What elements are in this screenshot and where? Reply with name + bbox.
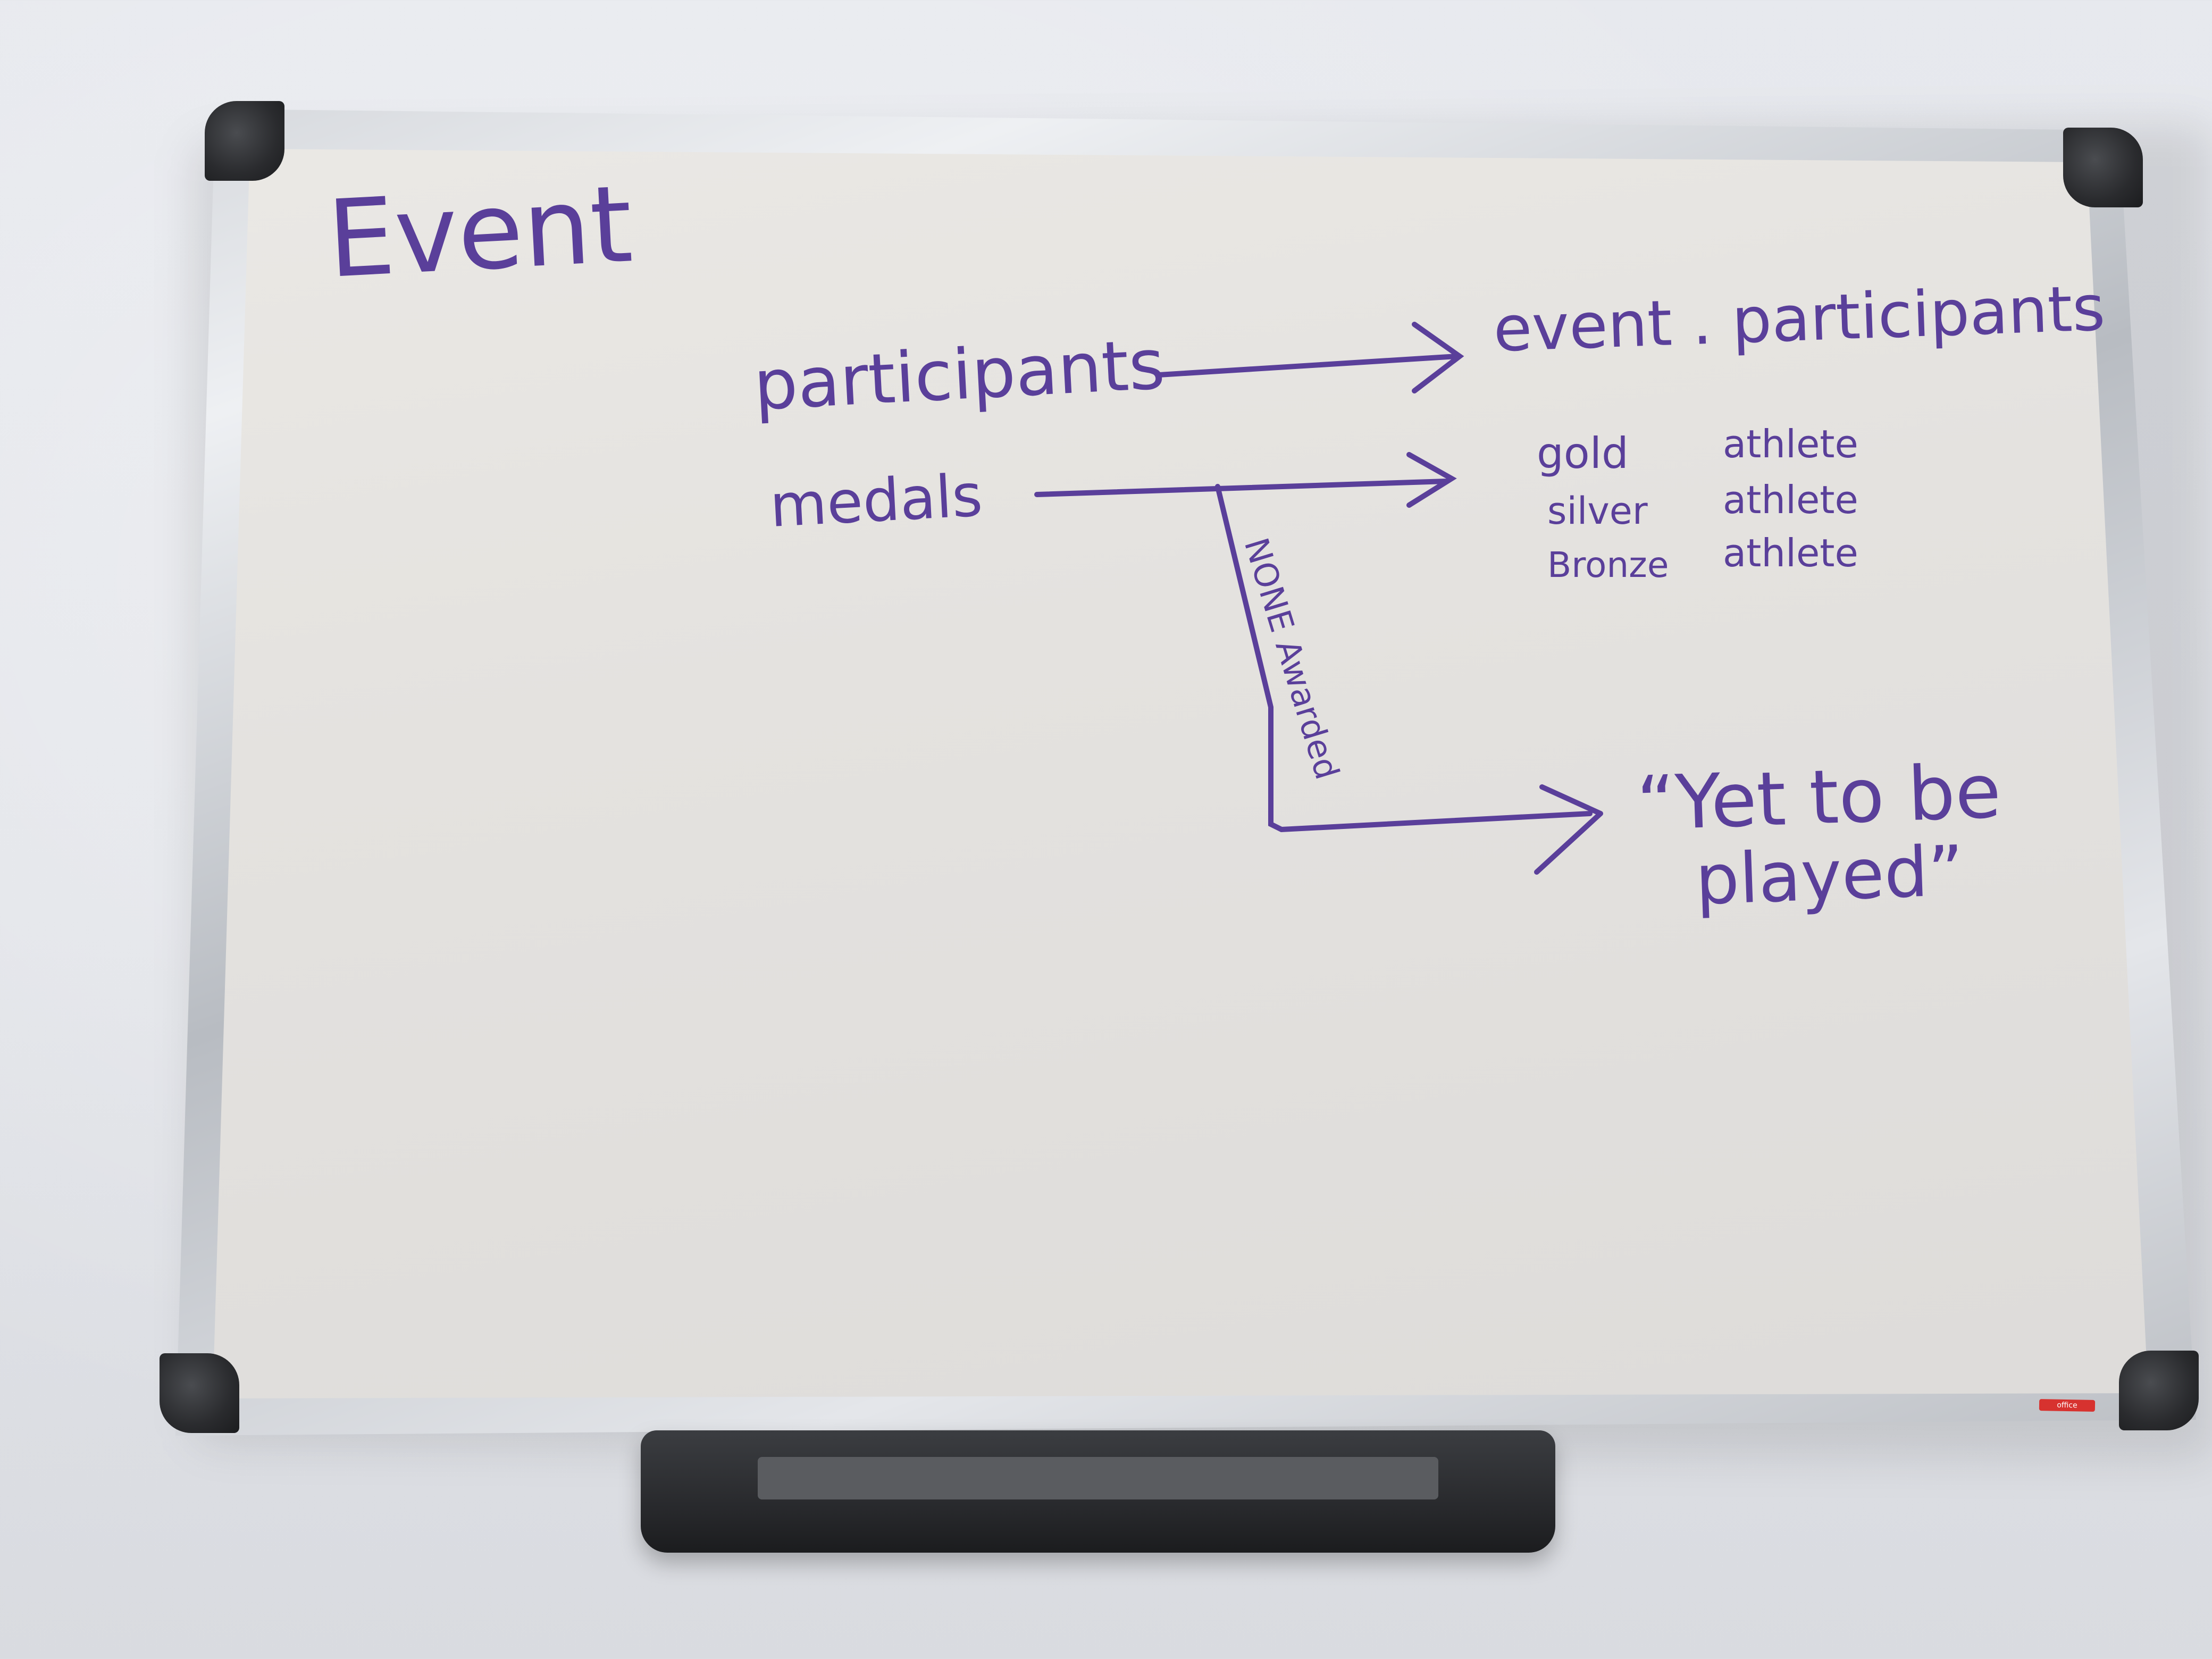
medals-label: medals [768, 461, 984, 540]
holder-gold: athlete [1723, 422, 1858, 466]
result-line-2: played” [1694, 830, 1965, 920]
medal-silver: silver [1547, 489, 1648, 533]
medal-bronze: Bronze [1547, 544, 1669, 585]
holder-silver: athlete [1723, 477, 1858, 522]
medal-gold: gold [1537, 429, 1629, 478]
medals-arrow [1037, 455, 1452, 505]
participants-target: event . participants [1492, 271, 2106, 366]
branch-label: NONE Awarded [1237, 533, 1347, 784]
participants-label: participants [752, 324, 1167, 426]
holder-bronze: athlete [1723, 531, 1858, 575]
title-text: Event [324, 162, 635, 302]
participants-arrow [1159, 324, 1460, 391]
